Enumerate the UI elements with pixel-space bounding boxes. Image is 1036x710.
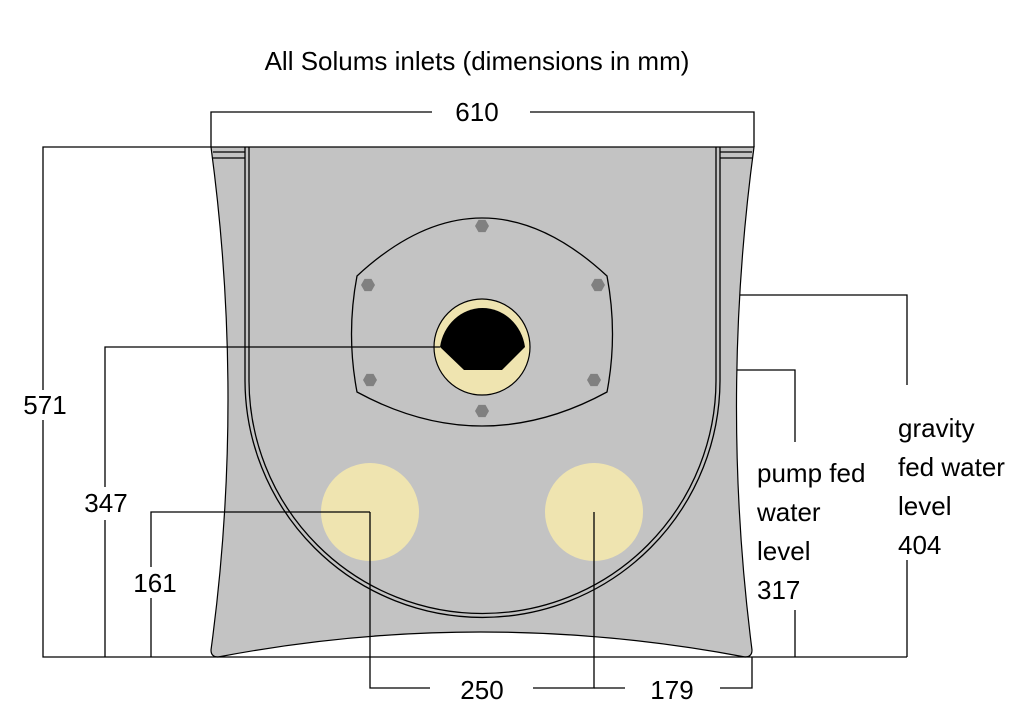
pump-fed-label: pump fed water level 317 [756,458,865,605]
diagram-title: All Solums inlets (dimensions in mm) [265,46,690,76]
gravity-fed-label: gravity fed water level 404 [898,413,1005,560]
dimension-lines [42,111,908,689]
bolt-icon [591,278,605,292]
pump-fed-line: pump fed [757,458,865,488]
pump-fed-line: water [756,497,821,527]
upper-inlet-height-label: 347 [84,488,127,518]
bolt-icon [475,219,489,233]
inlet-edge-offset-label: 179 [650,675,693,705]
bolt-icon [475,404,489,418]
u-channel-outer [244,147,721,619]
gravity-fed-line: level [898,491,951,521]
gravity-fed-line: fed water [898,452,1005,482]
top-caps [213,151,752,159]
pump-fed-value: 317 [757,575,800,605]
height-label: 571 [23,390,66,420]
gravity-fed-value: 404 [898,530,941,560]
u-channel-inner [248,147,717,615]
gravity-fed-line: gravity [898,413,975,443]
bolt-icon [361,278,375,292]
lower-inlet-height-label: 161 [133,568,176,598]
pump-fed-line: level [757,536,810,566]
bolt-icon [587,373,601,387]
inlet-spacing-label: 250 [460,675,503,705]
upper-inlet-hole [440,307,525,370]
bolts [361,219,605,418]
width-label: 610 [455,97,498,127]
bolt-icon [363,373,377,387]
mounting-plate [350,217,614,427]
